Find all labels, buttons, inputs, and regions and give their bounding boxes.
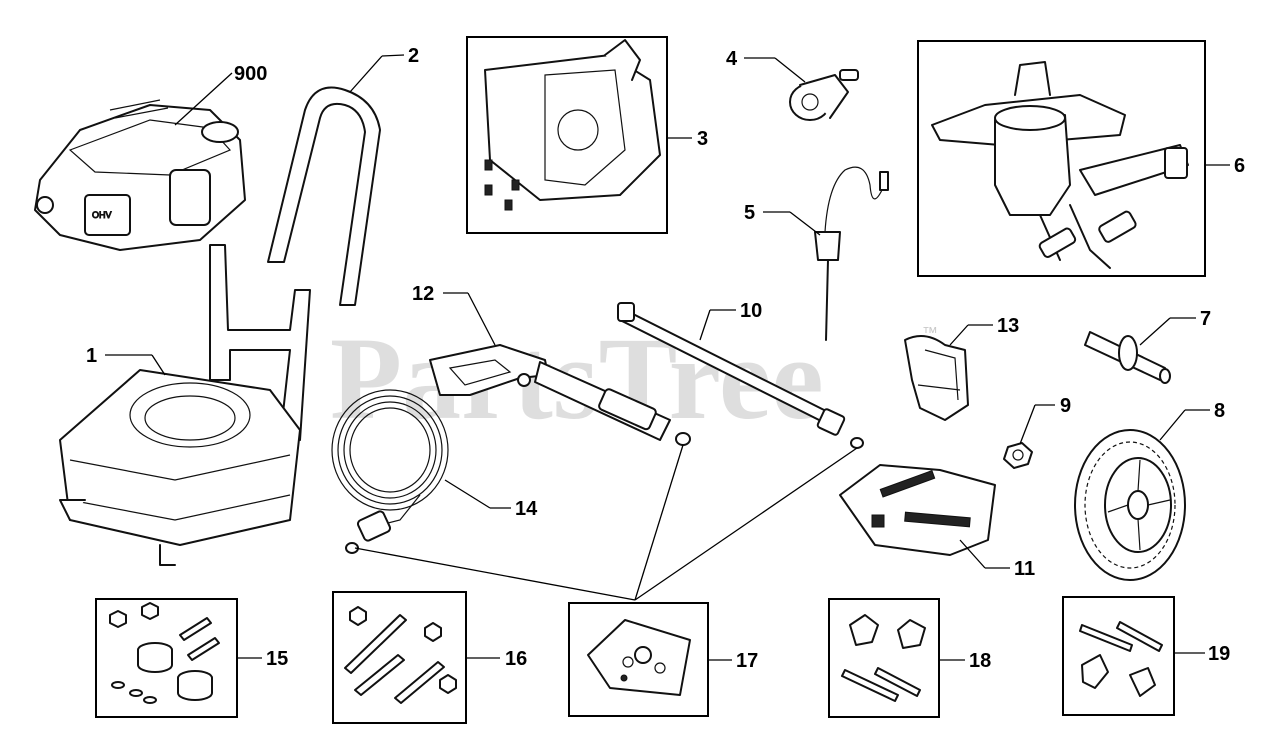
label-5: 5: [744, 202, 755, 224]
leader-oring-gun: [634, 444, 684, 601]
label-900: 900: [234, 63, 267, 85]
part-18-box: [828, 598, 940, 718]
leader-oring-lance: [634, 447, 858, 601]
label-9: 9: [1060, 395, 1071, 417]
label-7: 7: [1200, 308, 1211, 330]
screw-kit-part-19[interactable]: [1079, 621, 1163, 697]
label-14: 14: [515, 498, 538, 520]
label-10: 10: [740, 300, 762, 322]
label-13: 13: [997, 315, 1019, 337]
parts-bag-part-11[interactable]: [839, 464, 996, 556]
label-4: 4: [726, 48, 738, 70]
part-19-box: [1062, 596, 1175, 716]
label-15: 15: [266, 648, 288, 670]
label-6: 6: [1234, 155, 1245, 177]
leader-900: [174, 72, 233, 126]
leader-oring-hose: [354, 547, 636, 601]
part-3-box: [466, 36, 668, 234]
siphon-tube-part-5[interactable]: [814, 166, 889, 341]
spray-gun-part-12[interactable]: [429, 344, 691, 446]
leader-2: [381, 54, 405, 57]
label-17: 17: [736, 650, 758, 672]
label-16: 16: [505, 648, 527, 670]
handle-part-2[interactable]: [267, 86, 381, 306]
label-8: 8: [1214, 400, 1225, 422]
nut-part-9[interactable]: [1003, 442, 1033, 469]
control-panel-part-3[interactable]: [484, 39, 661, 211]
part-6-box: [917, 40, 1206, 277]
hose-part-14[interactable]: [331, 389, 449, 554]
wheel-part-8[interactable]: [1074, 429, 1186, 581]
knob-kit-part-18[interactable]: [841, 614, 926, 702]
frame-part-1[interactable]: [59, 244, 311, 566]
lance-part-10[interactable]: [617, 302, 864, 449]
hardware-kit-part-15[interactable]: [109, 602, 220, 704]
label-11: 11: [1014, 558, 1035, 580]
pump-part-6[interactable]: [931, 61, 1189, 269]
svg-text:OHV: OHV: [92, 210, 112, 220]
label-2: 2: [408, 45, 419, 67]
label-19: 19: [1208, 643, 1230, 665]
axle-part-7[interactable]: [1084, 331, 1171, 384]
label-1: 1: [86, 345, 97, 367]
label-12: 12: [412, 283, 434, 305]
engine-part-900[interactable]: OHV: [34, 99, 246, 251]
valve-part-4[interactable]: [789, 69, 859, 121]
bracket-part-13[interactable]: [904, 335, 969, 421]
bolt-kit-part-16[interactable]: [344, 606, 457, 704]
label-18: 18: [969, 650, 991, 672]
oring-kit-part-17[interactable]: [587, 619, 691, 696]
label-3: 3: [697, 128, 708, 150]
